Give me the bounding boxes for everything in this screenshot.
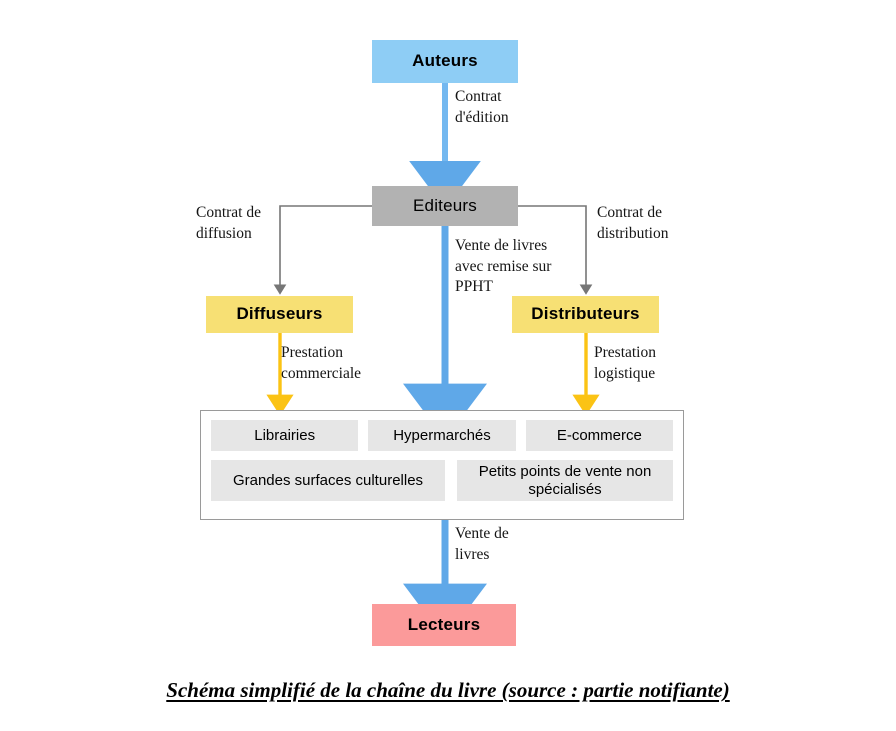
edge-label-prestation-logistique: Prestation logistique [594,344,656,382]
edge-label-contrat-de-distribution: Contrat de distribution [597,204,669,242]
retail-row-1: Librairies Hypermarchés E-commerce [211,420,673,451]
retail-chip-grandes-surfaces-culturelles[interactable]: Grandes surfaces culturelles [211,460,445,501]
edge-label-vente-de-livres: Vente de livres [455,525,509,563]
retail-chip-librairies[interactable]: Librairies [211,420,359,451]
edge-label-prestation-commerciale: Prestation commerciale [281,344,362,382]
retail-chip-librairies-label: Librairies [254,426,316,444]
retail-channels-group: Librairies Hypermarchés E-commerce Grand… [200,410,684,520]
edge-label-contrat-edition: Contrat d'édition [455,88,509,126]
node-editeurs[interactable]: Editeurs [372,186,518,226]
node-distributeurs-label: Distributeurs [531,304,640,324]
node-auteurs[interactable]: Auteurs [372,40,518,83]
arrow-publishers-to-diffusers [273,205,372,295]
retail-chip-grandes-surfaces-culturelles-label: Grandes surfaces culturelles [232,471,424,489]
node-lecteurs[interactable]: Lecteurs [372,604,516,646]
retail-chip-ecommerce[interactable]: E-commerce [525,420,673,451]
retail-row-2: Grandes surfaces culturelles Petits poin… [211,460,673,501]
node-distributeurs[interactable]: Distributeurs [512,296,659,333]
edge-label-contrat-de-diffusion: Contrat de diffusion [196,204,261,242]
retail-chip-hypermarches-label: Hypermarchés [393,426,491,444]
retail-chip-petits-points-de-vente[interactable]: Petits points de vente non spécialisés [457,460,673,501]
node-editeurs-label: Editeurs [413,195,477,215]
edge-label-vente-de-livres-remise-ppht: Vente de livres avec remise sur PPHT [455,237,552,296]
diagram-caption-text: Schéma simplifié de la chaîne du livre (… [166,678,730,702]
node-lecteurs-label: Lecteurs [407,614,481,634]
retail-chip-petits-points-de-vente-label: Petits points de vente non spécialisés [478,462,652,498]
node-auteurs-label: Auteurs [412,51,478,71]
retail-chip-hypermarches[interactable]: Hypermarchés [368,420,516,451]
node-diffuseurs-label: Diffuseurs [236,304,323,324]
diagram-caption: Schéma simplifié de la chaîne du livre (… [0,678,896,703]
node-diffuseurs[interactable]: Diffuseurs [206,296,353,333]
retail-chip-ecommerce-label: E-commerce [556,426,642,444]
